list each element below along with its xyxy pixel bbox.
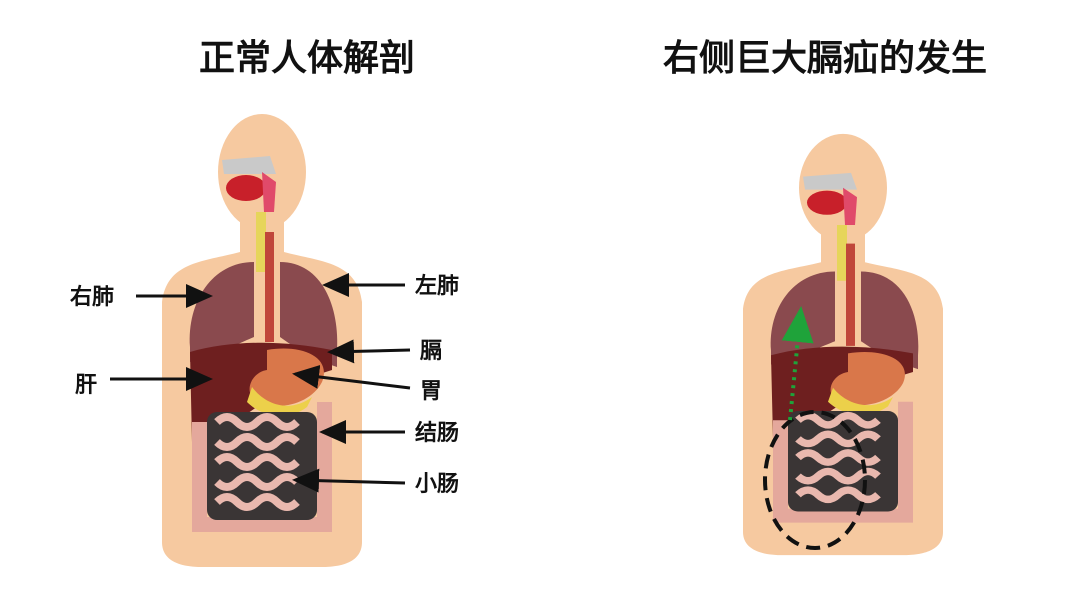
hernia-region-circle [763,410,867,550]
panel-title: 右侧巨大膈疝的发生 [663,38,987,79]
normal-body-illustration [162,114,362,567]
herniation-arrow [781,306,814,421]
label-liver: 肝 [75,373,97,398]
panel-right-diaphragmatic-hernia: 右侧巨大膈疝的发生 [663,38,987,555]
arrow-small-intestine [292,468,406,493]
label-diaphragm: 膈 [420,339,442,364]
panel-title: 正常人体解剖 [199,38,415,79]
arrow-diaphragm [327,339,411,364]
arrow-stomach [292,364,411,390]
label-stomach: 胃 [420,379,442,404]
panel-normal-anatomy: 正常人体解剖 右肺 左肺 膈 肝 胃 结肠 小肠 [70,38,459,567]
hernia-body-illustration [743,134,943,555]
label-small-intestine: 小肠 [415,472,459,497]
label-left-lung: 左肺 [415,273,459,299]
label-right-lung: 右肺 [70,285,114,310]
label-colon: 结肠 [415,420,459,446]
